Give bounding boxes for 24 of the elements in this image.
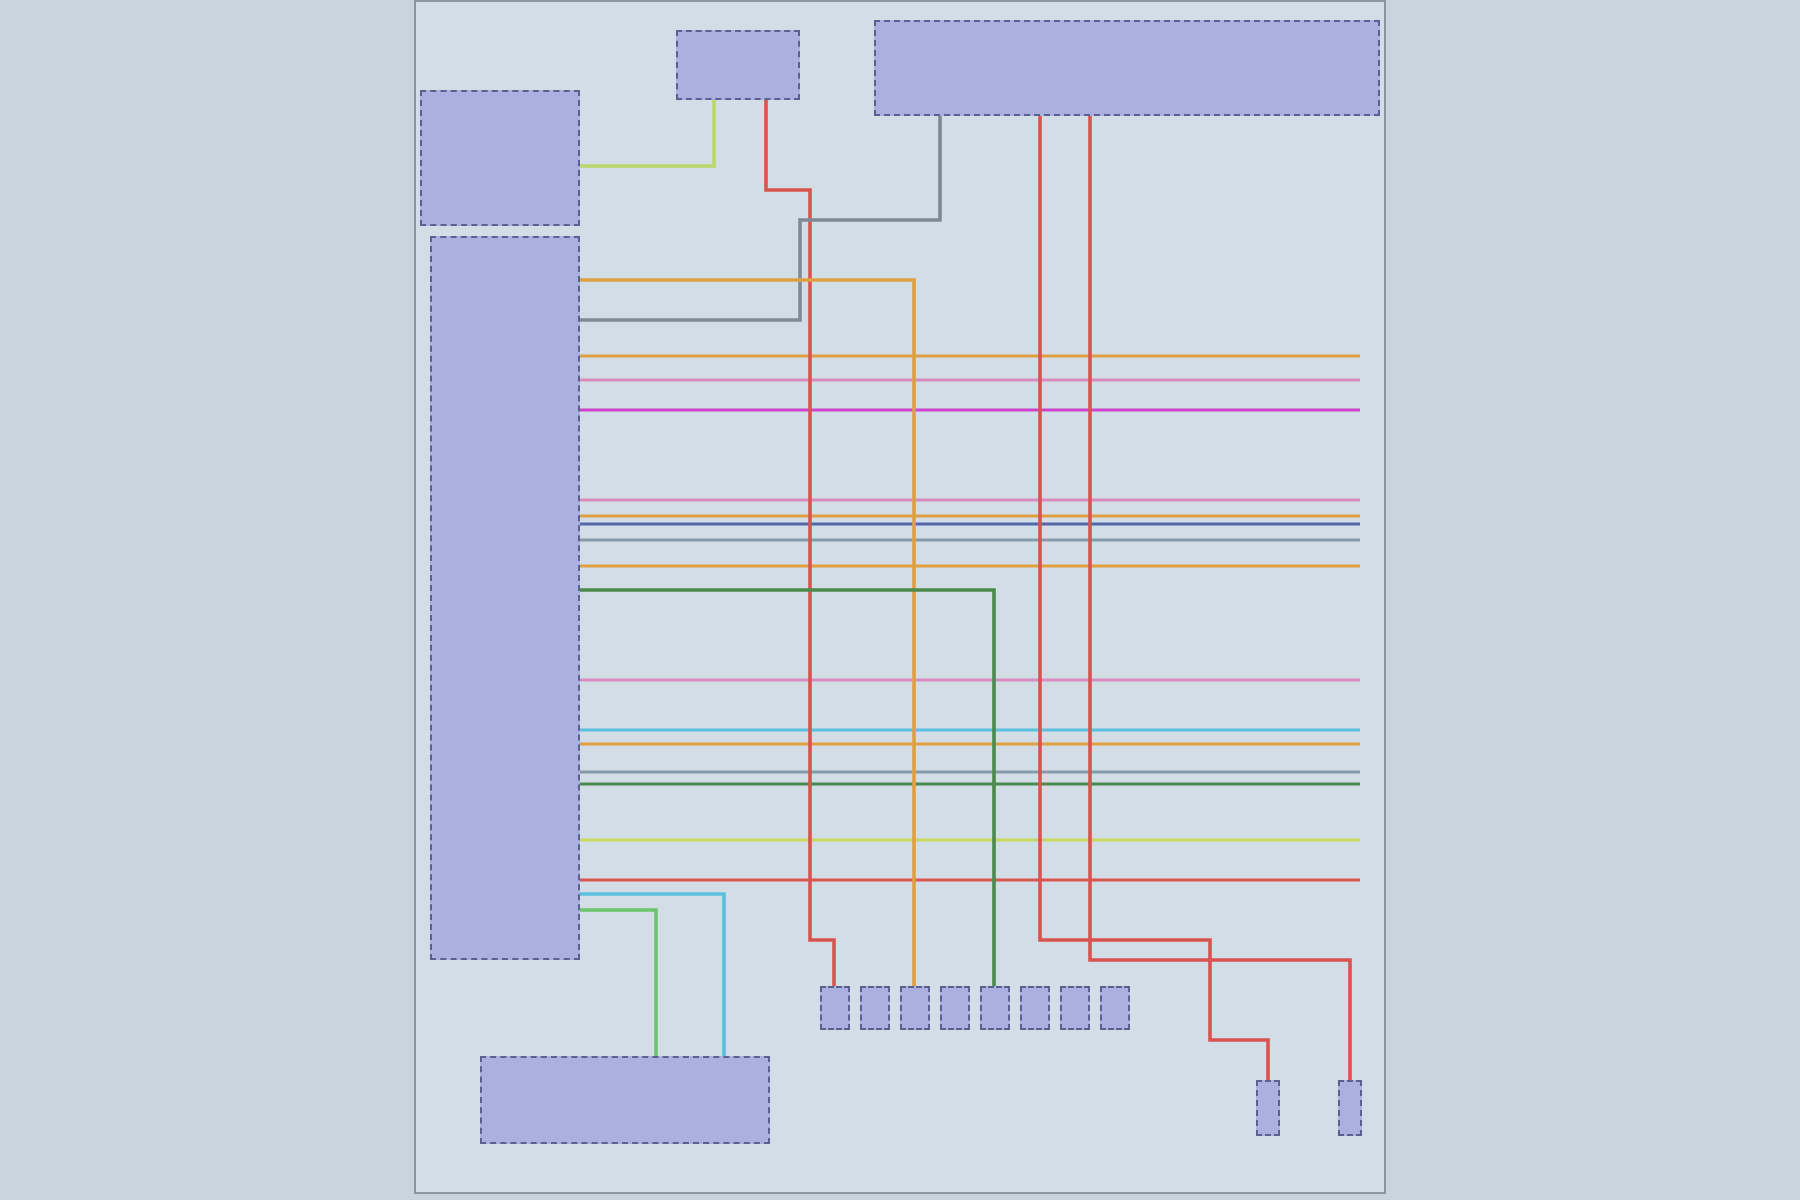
coil-box [820,986,850,1030]
connector-block [430,236,580,960]
coil-box [1020,986,1050,1030]
wire [580,100,716,168]
coil-box [900,986,930,1030]
capacitor-symbol [1256,1080,1280,1136]
capacitor-symbol [1338,1080,1362,1136]
switch-box [420,90,580,226]
fuse-box [676,30,800,100]
sensor-box [480,1056,770,1144]
coil-box [1100,986,1130,1030]
wire [580,908,658,1056]
wire [580,116,942,322]
wire [580,892,726,1056]
wire [764,100,836,986]
wire [1038,116,1270,1080]
power-distribution-box [874,20,1380,116]
coil-box [940,986,970,1030]
wire [580,588,996,986]
coil-box [1060,986,1090,1030]
coil-box [860,986,890,1030]
wire [580,278,916,986]
wire [1088,116,1352,1080]
coil-box [980,986,1010,1030]
